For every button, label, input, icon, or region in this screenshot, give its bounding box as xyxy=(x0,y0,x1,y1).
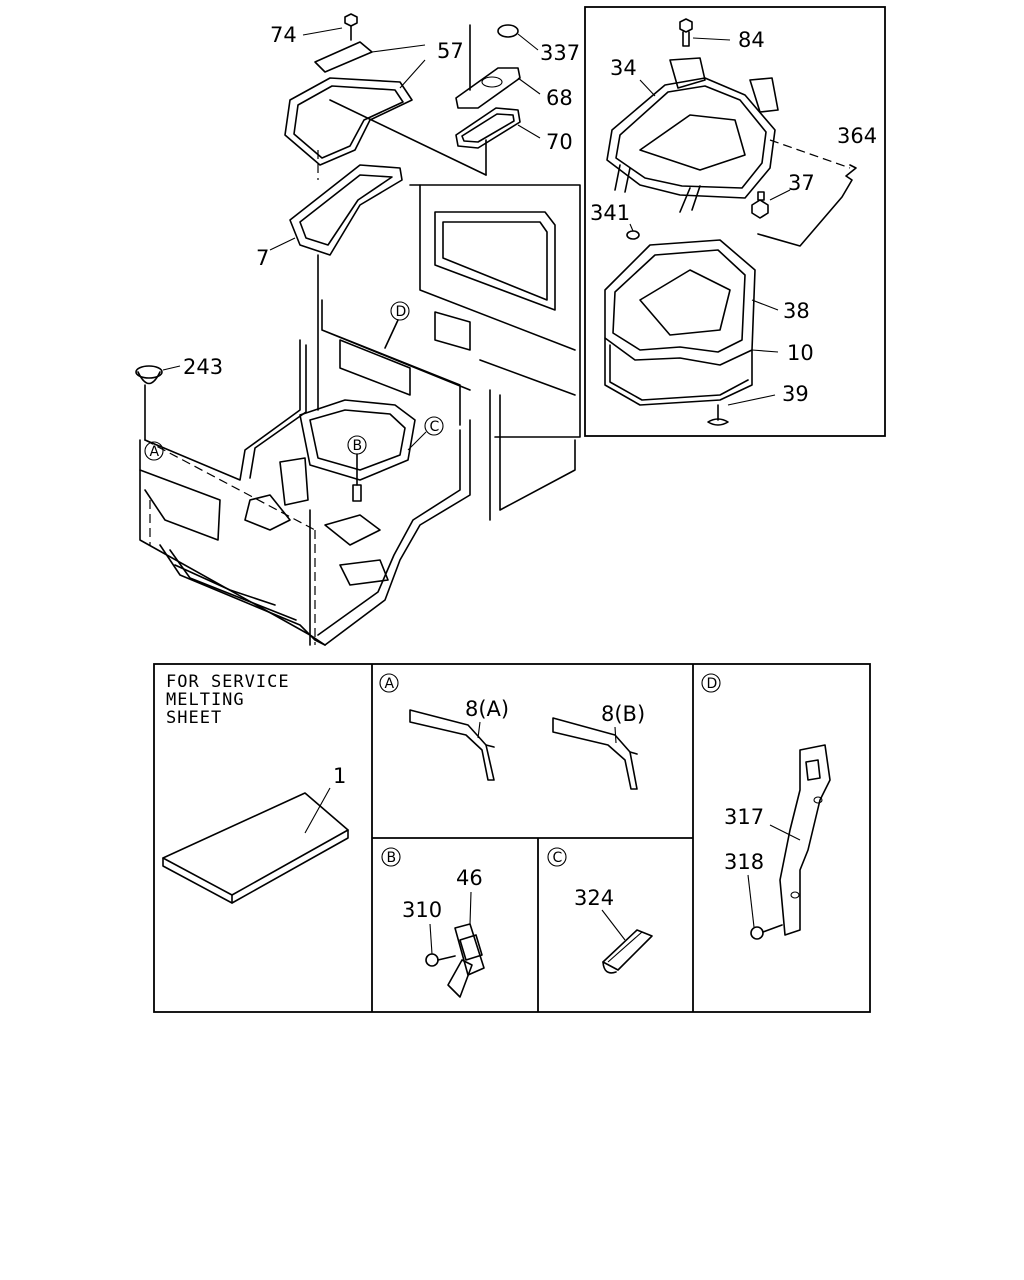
insulator-8a xyxy=(409,709,495,781)
cell-marker-c: C xyxy=(547,847,567,867)
callout-364: 364 xyxy=(837,124,877,148)
callout-7: 7 xyxy=(256,246,269,270)
callout-310: 310 xyxy=(402,898,442,922)
svg-text:C: C xyxy=(553,850,563,866)
grommet-243-icon xyxy=(135,365,181,385)
bracket-57 xyxy=(284,41,426,166)
marker-d: D xyxy=(384,301,410,349)
callout-74: 74 xyxy=(270,23,297,47)
callout-318: 318 xyxy=(724,850,764,874)
svg-text:A: A xyxy=(150,444,160,460)
tray-34 xyxy=(606,57,779,213)
seal-70 xyxy=(455,107,541,149)
marker-c: C xyxy=(407,416,444,451)
svg-text:C: C xyxy=(430,419,440,435)
note-line-1: FOR SERVICE xyxy=(166,672,290,692)
callout-37: 37 xyxy=(788,171,815,195)
screw-310-icon xyxy=(425,923,456,967)
callout-46: 46 xyxy=(456,866,483,890)
callout-1: 1 xyxy=(333,764,346,788)
screw-318-icon xyxy=(747,874,783,940)
bolt-39-icon xyxy=(707,394,776,426)
bolt-84-icon xyxy=(679,18,731,47)
nut-37-icon xyxy=(751,189,791,219)
callout-324: 324 xyxy=(574,886,614,910)
callout-10: 10 xyxy=(787,341,814,365)
note-line-3: SHEET xyxy=(166,708,222,728)
strap-317 xyxy=(769,744,831,936)
leader-364-dash xyxy=(769,139,851,169)
svg-text:A: A xyxy=(385,676,395,692)
note-line-2: MELTING xyxy=(166,690,245,710)
box-38-10 xyxy=(604,239,779,406)
cell-marker-d: D xyxy=(701,673,721,693)
svg-text:D: D xyxy=(707,676,718,692)
callout-8a: 8(A) xyxy=(465,697,509,721)
callout-57: 57 xyxy=(437,39,464,63)
bolt-74-icon xyxy=(302,13,358,41)
insulator-8b xyxy=(552,717,638,790)
clip-46 xyxy=(447,891,485,998)
clip-324 xyxy=(601,909,653,974)
cell-marker-b: B xyxy=(381,847,401,867)
marker-a: A xyxy=(144,441,164,461)
cell-marker-a: A xyxy=(379,673,399,693)
svg-text:B: B xyxy=(387,850,397,866)
plug-337 xyxy=(497,24,519,38)
callout-341: 341 xyxy=(590,201,630,225)
svg-text:D: D xyxy=(396,304,407,320)
callout-243: 243 xyxy=(183,355,223,379)
marker-b: B xyxy=(347,435,367,502)
callout-70: 70 xyxy=(546,130,573,154)
cover-68 xyxy=(455,67,541,109)
callout-68: 68 xyxy=(546,86,573,110)
callout-38: 38 xyxy=(783,299,810,323)
bracket-7 xyxy=(269,164,403,411)
callout-337: 337 xyxy=(540,41,580,65)
callout-34: 34 xyxy=(610,56,637,80)
svg-text:B: B xyxy=(353,438,363,454)
pad-341 xyxy=(626,230,640,240)
wire-364 xyxy=(757,164,857,247)
callout-317: 317 xyxy=(724,805,764,829)
callout-84: 84 xyxy=(738,28,765,52)
callout-8b: 8(B) xyxy=(601,702,645,726)
detail-table xyxy=(153,663,871,1013)
cab-body xyxy=(139,184,581,646)
inset-box xyxy=(584,6,886,437)
callout-39: 39 xyxy=(782,382,809,406)
melting-sheet-1 xyxy=(162,787,349,904)
